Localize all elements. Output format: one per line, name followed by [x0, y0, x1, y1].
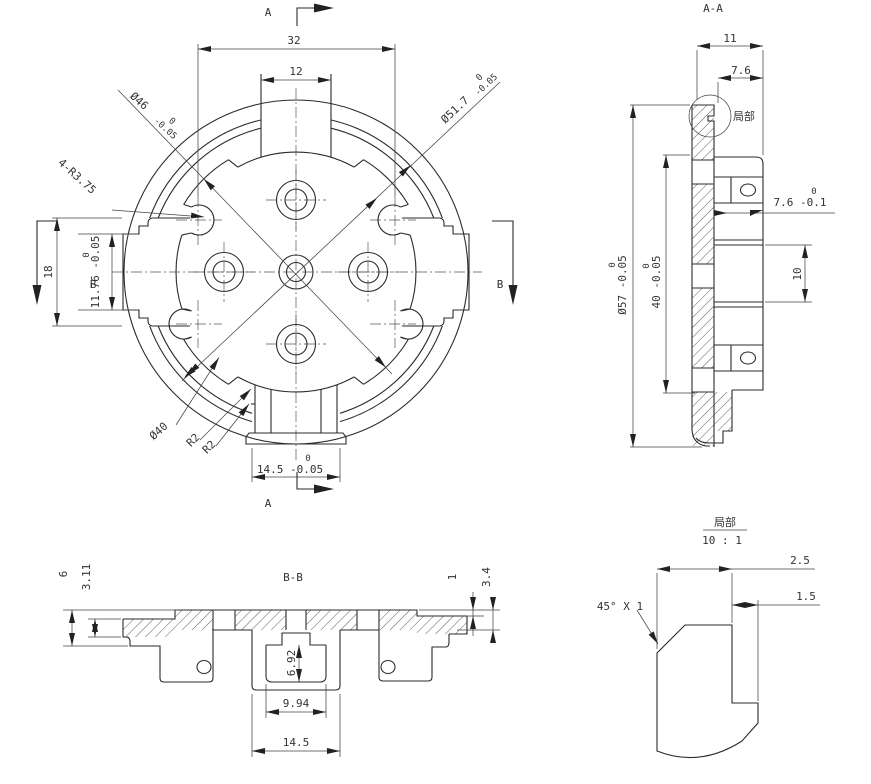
inner-boundary: [175, 151, 417, 393]
label-145: 14.5 -0.05: [257, 463, 323, 476]
ring-arcs-outer: [149, 119, 443, 423]
front-view: 32 12 Ø46 0 -0.05 Ø51.7 0 -0.05: [32, 3, 518, 510]
bottom-tab: [245, 384, 347, 445]
svg-text:0: 0: [474, 72, 485, 83]
aa-dim76: 7.6: [731, 64, 751, 77]
svg-text:18: 18: [42, 265, 55, 278]
label-dia46: Ø46 0 -0.05: [127, 90, 178, 142]
mark-a-top: A: [265, 6, 272, 19]
bb-label-6: 6: [57, 571, 70, 578]
scallop-notches: [168, 204, 424, 340]
mark-a-bottom: A: [265, 497, 272, 510]
section-marks: A A B B: [32, 3, 518, 510]
detail-label-chamfer: 45° X 1: [597, 600, 643, 613]
svg-text:11.76 -0.05: 11.76 -0.05: [89, 236, 102, 309]
aa-label-40: 40 -0.05 0: [642, 256, 663, 309]
svg-text:Ø57 -0.05: Ø57 -0.05: [616, 255, 629, 315]
aa-dim11: 11: [723, 32, 736, 45]
label-1176: 11.76 -0.05 0: [82, 236, 102, 309]
bolt-holes: [203, 179, 389, 365]
bb-label-34: 3.4: [480, 567, 493, 587]
detail-label-25: 2.5: [790, 554, 810, 567]
aa-title: A-A: [703, 2, 723, 15]
label-18: 18: [42, 265, 55, 278]
detail-callout-circle: [688, 94, 732, 138]
aa-label-d57: Ø57 -0.05 0: [608, 255, 629, 315]
detail-callout-label: 局部: [733, 109, 755, 123]
top-slot: [260, 74, 332, 158]
detail-scale: 10 : 1: [702, 534, 742, 547]
mark-b-left: B: [90, 278, 97, 291]
bb-label-994: 9.94: [283, 697, 310, 710]
svg-text:Ø51.7: Ø51.7: [438, 94, 471, 126]
svg-text:0: 0: [82, 252, 92, 257]
svg-text:40 -0.05: 40 -0.05: [650, 256, 663, 309]
svg-text:1: 1: [446, 574, 459, 581]
right-protrusion: [402, 217, 470, 327]
svg-text:6: 6: [57, 571, 70, 578]
left-protrusion: [122, 217, 190, 327]
bb-label-692: 6.92: [285, 650, 298, 677]
aa-slab-hatch: [692, 105, 732, 446]
mark-b-right: B: [497, 278, 504, 291]
svg-text:R2: R2: [200, 438, 219, 457]
aa-outline: [691, 104, 764, 447]
svg-text:0: 0: [811, 187, 816, 197]
label-dia517: Ø51.7 0 -0.05: [438, 72, 500, 126]
bb-outline: [122, 609, 468, 691]
section-aa-view: A-A 局部 11: [608, 2, 835, 448]
bb-label-311: 3.11: [80, 564, 93, 591]
svg-text:0: 0: [608, 262, 618, 267]
section-bb-view: B-B: [57, 564, 500, 757]
svg-text:6.92: 6.92: [285, 650, 298, 677]
dim-12: 12: [289, 65, 302, 78]
detail-title: 局部: [714, 515, 736, 529]
bb-hatch: [123, 610, 467, 637]
svg-text:Ø46: Ø46: [127, 90, 150, 113]
svg-text:4-R3.75: 4-R3.75: [55, 156, 98, 197]
label-scallop: 4-R3.75: [55, 156, 98, 197]
bb-title: B-B: [283, 571, 303, 584]
svg-text:3.11: 3.11: [80, 564, 93, 591]
label-r2b: R2: [200, 438, 219, 457]
svg-text:3.4: 3.4: [480, 567, 493, 587]
detail-label-15: 1.5: [796, 590, 816, 603]
aa-label-10: 10: [791, 267, 804, 280]
label-dia40: Ø40: [147, 420, 170, 443]
svg-text:0: 0: [166, 116, 177, 127]
bb-dimensions: 6 3.11 1 3.4: [57, 564, 500, 757]
svg-text:0: 0: [305, 454, 310, 464]
dim-32: 32: [287, 34, 300, 47]
svg-text:Ø40: Ø40: [147, 420, 170, 443]
svg-text:10: 10: [791, 267, 804, 280]
ring-arcs-inner: [157, 127, 435, 414]
bb-label-1: 1: [446, 574, 459, 581]
aa-label-76tol: 7.6 -0.1: [774, 196, 827, 209]
detail-dimensions: 2.5 1.5 45° X 1: [597, 554, 820, 701]
aa-dimensions: 11 7.6 Ø57 -0.05 0 40 -0.05 0 7.6: [608, 32, 835, 448]
detail-part: [656, 624, 759, 759]
svg-text:0: 0: [642, 263, 652, 268]
detail-view: 局部 10 : 1 2.5 1.5 45° X 1: [597, 515, 820, 759]
bb-label-145: 14.5: [283, 736, 310, 749]
